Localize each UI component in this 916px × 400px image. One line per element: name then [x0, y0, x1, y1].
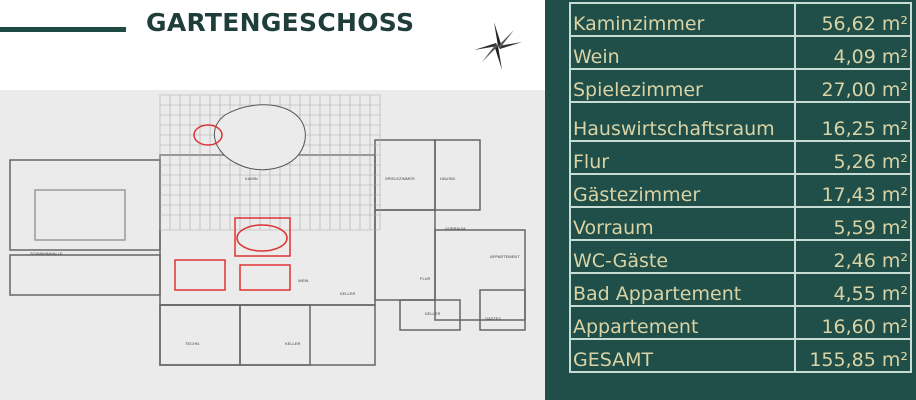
- plan-label: WEIN: [298, 278, 309, 283]
- plan-label: KELLER: [340, 291, 355, 296]
- room-area: 155,85 m²: [794, 338, 912, 373]
- floor-plan: SPIELEZIMMER HAUSW. KAMIN SCHWIMMHALLE W…: [0, 90, 545, 400]
- plan-label: SCHWIMMHALLE: [30, 251, 63, 256]
- plan-label: FLUR: [420, 276, 431, 281]
- room-name: Wein: [569, 35, 796, 70]
- room-name: Hauswirtschaftsraum: [569, 101, 796, 142]
- room-name: Appartement: [569, 305, 796, 340]
- plan-label: KELLER: [285, 341, 300, 346]
- room-name: GESAMT: [569, 338, 796, 373]
- room-area: 16,25 m²: [794, 101, 912, 142]
- room-area: 27,00 m²: [794, 68, 912, 103]
- compass-rose-icon: [474, 22, 522, 70]
- room-name: Gästezimmer: [569, 173, 796, 208]
- room-area: 2,46 m²: [794, 239, 912, 274]
- page-title: GARTENGESCHOSS: [146, 8, 415, 37]
- title-rule: [0, 27, 126, 32]
- plan-label: VORRAUM: [445, 226, 465, 231]
- plan-label: KELLER: [425, 311, 440, 316]
- plan-label: APPARTEMENT: [490, 254, 520, 259]
- room-area: 5,26 m²: [794, 140, 912, 175]
- room-name: Spielezimmer: [569, 68, 796, 103]
- room-area: 4,55 m²: [794, 272, 912, 307]
- room-area: 5,59 m²: [794, 206, 912, 241]
- plan-label: GÄSTEZ.: [485, 316, 502, 321]
- room-name: Flur: [569, 140, 796, 175]
- room-area: 16,60 m²: [794, 305, 912, 340]
- room-area: 17,43 m²: [794, 173, 912, 208]
- room-area: 4,09 m²: [794, 35, 912, 70]
- room-area: 56,62 m²: [794, 2, 912, 37]
- plan-label: SPIELEZIMMER: [385, 176, 415, 181]
- room-name: Bad Appartement: [569, 272, 796, 307]
- plan-label: KAMIN: [245, 176, 258, 181]
- plan-label: HAUSW.: [440, 176, 456, 181]
- room-name: Kaminzimmer: [569, 2, 796, 37]
- room-name: WC-Gäste: [569, 239, 796, 274]
- plan-label: TECHN.: [185, 341, 200, 346]
- room-name: Vorraum: [569, 206, 796, 241]
